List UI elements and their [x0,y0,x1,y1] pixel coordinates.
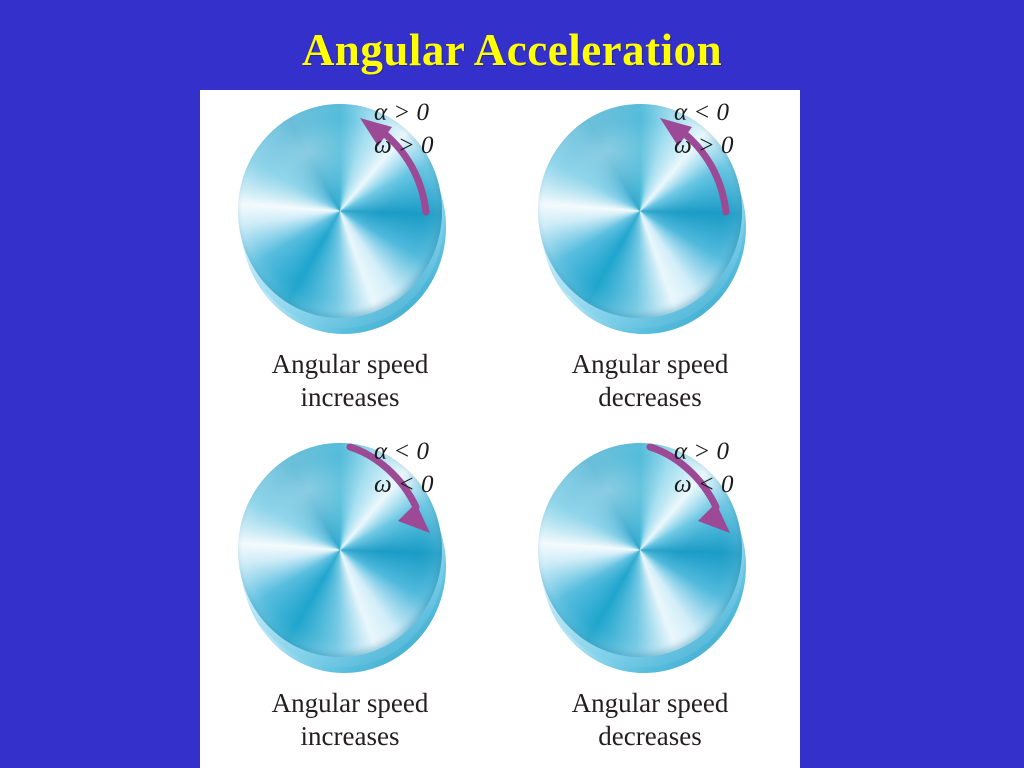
omega-condition: ω < 0 [374,471,434,498]
caption-line-1: Angular speed [571,349,729,379]
formula-labels-top-right: α < 0 ω > 0 [674,96,786,162]
caption-bottom-left: Angular speed increases [200,687,500,754]
rotation-arrow-clockwise-icon [346,443,430,533]
rotation-arrow-counterclockwise-icon [360,118,430,216]
caption-bottom-right: Angular speed decreases [500,687,800,754]
page-title: Angular Acceleration [301,25,723,75]
caption-line-1: Angular speed [571,688,729,718]
figure-quadrant-top-left: α > 0 ω > 0 Angular speed increases [200,90,500,429]
alpha-condition: α < 0 [674,99,729,126]
caption-top-left: Angular speed increases [200,348,500,415]
rotation-arrow-clockwise-icon [646,443,730,533]
omega-condition: ω < 0 [674,471,734,498]
omega-condition: ω > 0 [374,132,434,159]
caption-top-right: Angular speed decreases [500,348,800,415]
figure-quadrant-bottom-left: α < 0 ω < 0 Angular speed increases [200,429,500,768]
formula-labels-top-left: α > 0 ω > 0 [374,96,486,162]
caption-line-2: increases [300,382,400,413]
alpha-condition: α > 0 [674,438,729,465]
caption-line-2: decreases [598,721,702,752]
caption-line-1: Angular speed [271,349,429,379]
omega-condition: ω > 0 [674,132,734,159]
caption-line-2: decreases [598,382,702,413]
formula-labels-bottom-left: α < 0 ω < 0 [374,435,486,501]
figure-panel: α > 0 ω > 0 Angular speed increases [200,90,800,768]
formula-labels-bottom-right: α > 0 ω < 0 [674,435,786,501]
figure-quadrant-top-right: α < 0 ω > 0 Angular speed decreases [500,90,800,429]
rotation-arrow-counterclockwise-icon [660,118,730,216]
alpha-condition: α > 0 [374,99,429,126]
caption-line-2: increases [300,721,400,752]
figure-quadrant-bottom-right: α > 0 ω < 0 Angular speed decreases [500,429,800,768]
caption-line-1: Angular speed [271,688,429,718]
figure-grid: α > 0 ω > 0 Angular speed increases [200,90,800,768]
alpha-condition: α < 0 [374,438,429,465]
